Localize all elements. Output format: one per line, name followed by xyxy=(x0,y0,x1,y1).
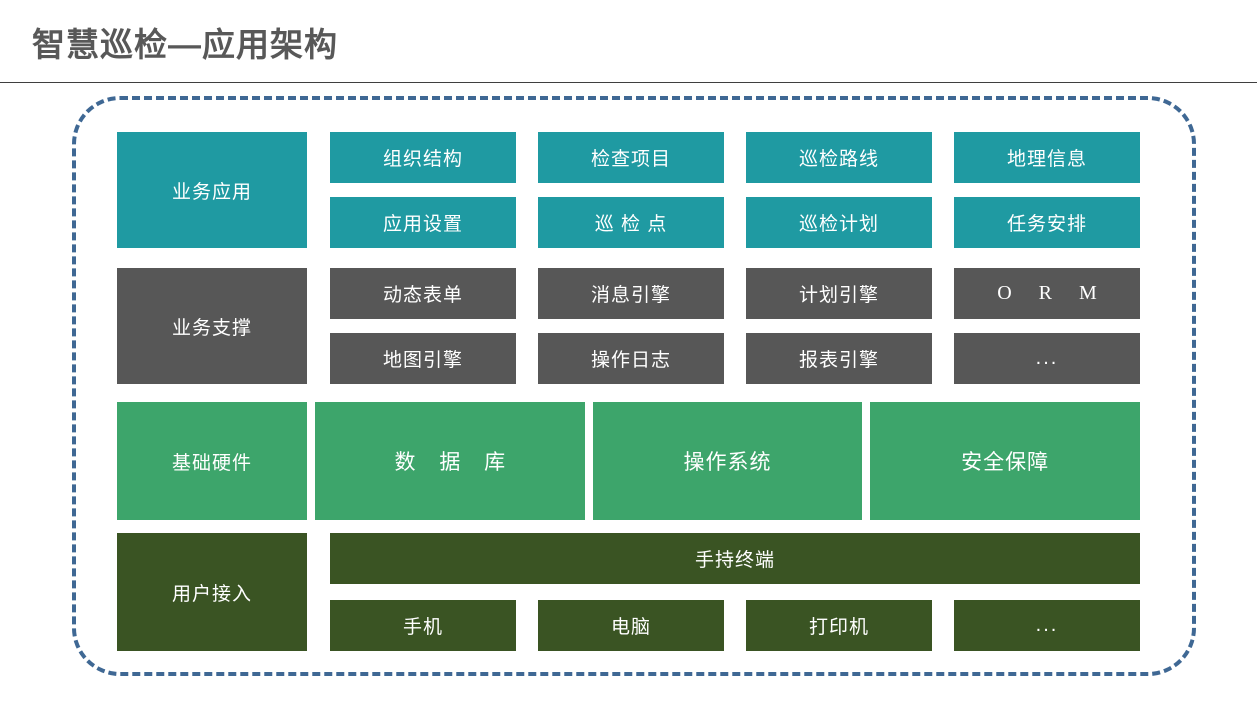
cell-inspection-point[interactable]: 巡 检 点 xyxy=(538,197,724,248)
cell-orm[interactable]: O R M xyxy=(954,268,1140,319)
cell-inspection-item[interactable]: 检查项目 xyxy=(538,132,724,183)
cell-mobile-phone[interactable]: 手机 xyxy=(330,600,516,651)
cell-security[interactable]: 安全保障 xyxy=(870,402,1141,520)
row-cells-business-app: 组织结构 检查项目 巡检路线 地理信息 应用设置 巡 检 点 巡检计划 任务安排 xyxy=(330,132,1140,248)
row-label-user-access[interactable]: 用户接入 xyxy=(117,533,307,651)
cell-user-access-more[interactable]: ... xyxy=(954,600,1140,651)
cell-printer[interactable]: 打印机 xyxy=(746,600,932,651)
slide-header: 智慧巡检—应用架构 xyxy=(0,0,1257,82)
cell-org-structure[interactable]: 组织结构 xyxy=(330,132,516,183)
cell-handheld-terminal[interactable]: 手持终端 xyxy=(330,533,1140,584)
cell-line: 手机 电脑 打印机 ... xyxy=(330,600,1140,651)
cell-line: 组织结构 检查项目 巡检路线 地理信息 xyxy=(330,132,1140,183)
row-label-business-support[interactable]: 业务支撑 xyxy=(117,268,307,384)
row-label-business-app[interactable]: 业务应用 xyxy=(117,132,307,248)
cell-dynamic-form[interactable]: 动态表单 xyxy=(330,268,516,319)
cell-line: 应用设置 巡 检 点 巡检计划 任务安排 xyxy=(330,197,1140,248)
cell-line: 动态表单 消息引擎 计划引擎 O R M xyxy=(330,268,1140,319)
cell-database[interactable]: 数 据 库 xyxy=(315,402,585,520)
row-cells-user-access: 手持终端 手机 电脑 打印机 ... xyxy=(330,533,1140,651)
cell-computer[interactable]: 电脑 xyxy=(538,600,724,651)
cell-line: 数 据 库 操作系统 安全保障 xyxy=(315,402,1141,520)
page-title: 智慧巡检—应用架构 xyxy=(32,26,338,63)
cell-geo-info[interactable]: 地理信息 xyxy=(954,132,1140,183)
cell-inspection-route[interactable]: 巡检路线 xyxy=(746,132,932,183)
row-cells-business-support: 动态表单 消息引擎 计划引擎 O R M 地图引擎 操作日志 报表引擎 ... xyxy=(330,268,1140,384)
cell-inspection-plan[interactable]: 巡检计划 xyxy=(746,197,932,248)
cell-plan-engine[interactable]: 计划引擎 xyxy=(746,268,932,319)
cell-app-settings[interactable]: 应用设置 xyxy=(330,197,516,248)
cell-line: 手持终端 xyxy=(330,533,1140,584)
architecture-row-infrastructure: 基础硬件 数 据 库 操作系统 安全保障 xyxy=(0,402,1257,520)
architecture-row-user-access: 用户接入 手持终端 手机 电脑 打印机 ... xyxy=(0,533,1257,651)
cell-operation-log[interactable]: 操作日志 xyxy=(538,333,724,384)
cell-support-more[interactable]: ... xyxy=(954,333,1140,384)
row-label-infrastructure[interactable]: 基础硬件 xyxy=(117,402,307,520)
architecture-boundary xyxy=(72,96,1196,676)
cell-map-engine[interactable]: 地图引擎 xyxy=(330,333,516,384)
architecture-row-business-support: 业务支撑 动态表单 消息引擎 计划引擎 O R M 地图引擎 操作日志 报表引擎… xyxy=(0,268,1257,384)
header-divider xyxy=(0,82,1257,83)
architecture-row-business-app: 业务应用 组织结构 检查项目 巡检路线 地理信息 应用设置 巡 检 点 巡检计划… xyxy=(0,132,1257,248)
cell-line: 地图引擎 操作日志 报表引擎 ... xyxy=(330,333,1140,384)
row-cells-infrastructure: 数 据 库 操作系统 安全保障 xyxy=(315,402,1141,520)
cell-task-schedule[interactable]: 任务安排 xyxy=(954,197,1140,248)
cell-operating-system[interactable]: 操作系统 xyxy=(592,402,863,520)
cell-report-engine[interactable]: 报表引擎 xyxy=(746,333,932,384)
cell-message-engine[interactable]: 消息引擎 xyxy=(538,268,724,319)
